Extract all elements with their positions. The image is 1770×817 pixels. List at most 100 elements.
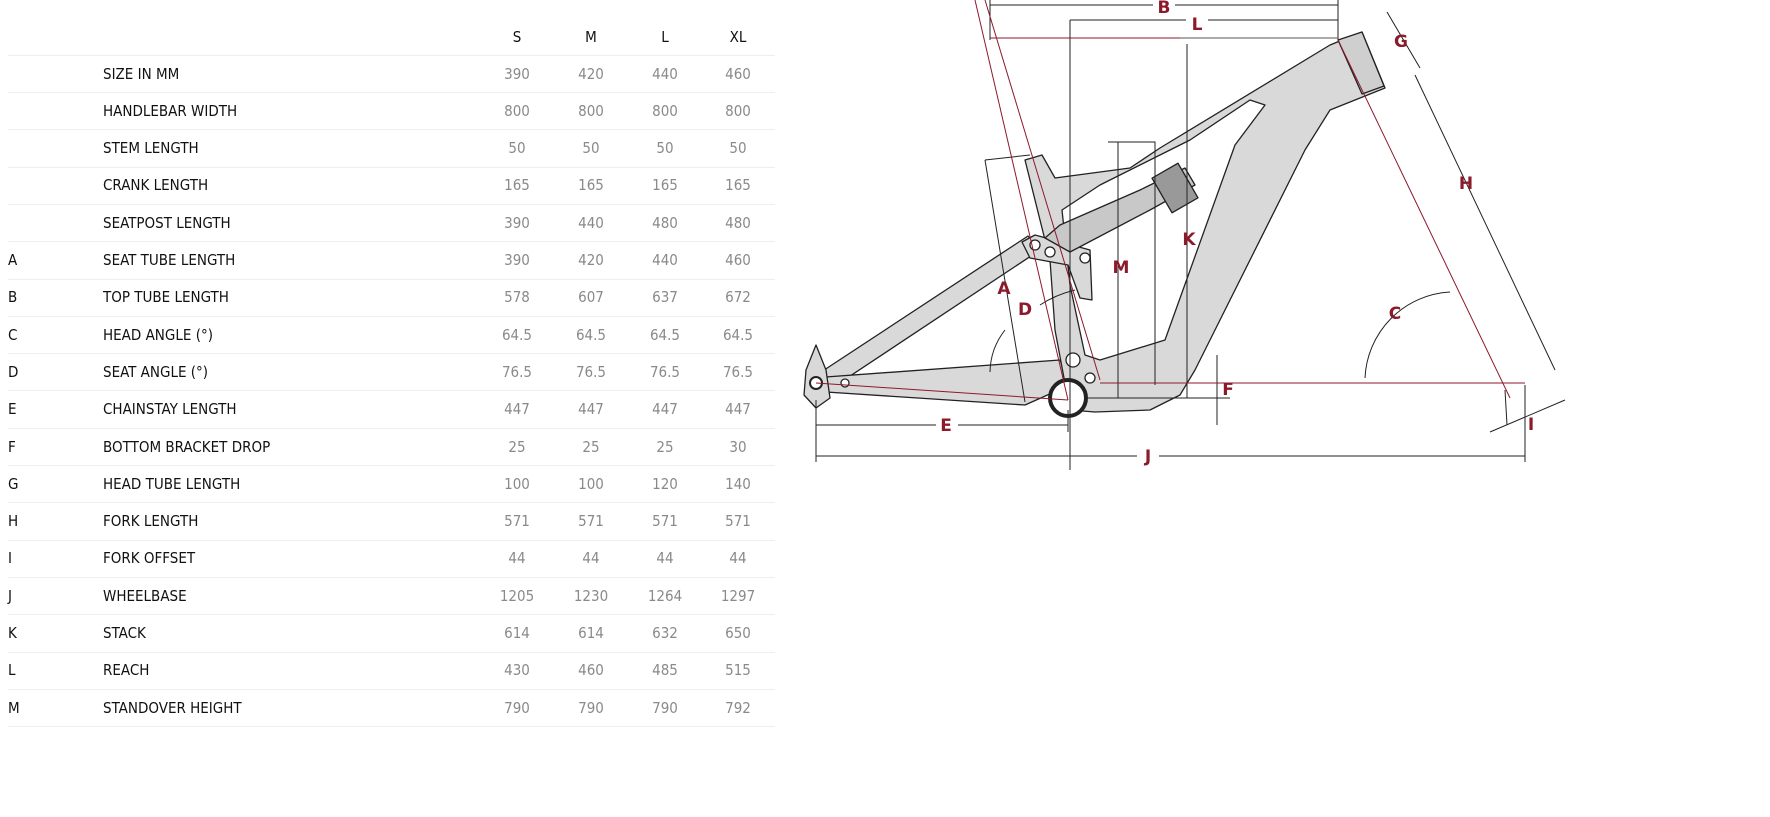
- dimension-value: 1264: [647, 586, 683, 605]
- dimension-value: 44: [508, 549, 526, 568]
- dimension-value: 64.5: [649, 325, 681, 344]
- dimension-labels: B L G H K M A D C F E I J: [936, 0, 1534, 467]
- dimension-value: 100: [504, 474, 530, 493]
- dimension-letter: B: [8, 288, 18, 307]
- dimension-value: 515: [725, 661, 751, 680]
- dimension-label: BOTTOM BRACKET DROP: [103, 437, 271, 456]
- dimension-value: 44: [729, 549, 747, 568]
- label-b: B: [1158, 0, 1171, 18]
- dimension-letter: G: [8, 474, 19, 493]
- dimension-value: 50: [582, 139, 600, 158]
- dimension-value: 614: [578, 624, 604, 642]
- dimension-value: 390: [504, 213, 530, 232]
- dimension-value: 571: [725, 512, 751, 531]
- dimension-value: 50: [656, 139, 674, 158]
- dimension-value: 480: [725, 213, 751, 232]
- dimension-value: 25: [582, 437, 600, 456]
- dimension-label: SEATPOST LENGTH: [103, 213, 231, 232]
- dimension-label: HEAD TUBE LENGTH: [103, 474, 241, 493]
- dimension-value: 480: [652, 213, 678, 232]
- dimension-value: 607: [578, 288, 604, 307]
- dimension-value: 571: [578, 512, 604, 531]
- label-f: F: [1222, 380, 1234, 400]
- dimension-value: 76.5: [649, 362, 681, 381]
- table-row: SEATPOST LENGTH 390 440 480 480: [8, 204, 775, 243]
- dimension-value: 25: [508, 437, 526, 456]
- dimension-value: 390: [504, 64, 530, 83]
- dimension-value: 578: [504, 288, 530, 307]
- dimension-value: 64.5: [501, 325, 533, 344]
- dimension-value: 1230: [573, 586, 609, 605]
- dimension-value: 460: [725, 251, 751, 269]
- pivot: [840, 378, 850, 388]
- label-i: I: [1528, 415, 1534, 435]
- dimension-value: 1297: [720, 586, 756, 605]
- dimension-value: 165: [725, 176, 751, 195]
- dimension-label: CHAINSTAY LENGTH: [103, 400, 237, 419]
- dimension-value: 440: [578, 213, 604, 232]
- dimension-label: FORK LENGTH: [103, 512, 199, 531]
- dimension-value: 650: [725, 624, 751, 642]
- pivot: [1065, 352, 1081, 368]
- dimension-letter: M: [8, 698, 20, 717]
- label-c: C: [1389, 304, 1401, 324]
- dimension-value: 790: [504, 698, 530, 717]
- bike-frame: [803, 31, 1386, 418]
- dimension-value: 44: [656, 549, 674, 568]
- dimension-label: STACK: [103, 624, 146, 642]
- size-header: XL: [729, 27, 747, 46]
- label-a: A: [997, 279, 1011, 299]
- dimension-value: 485: [652, 661, 678, 680]
- dimension-value: 140: [725, 474, 751, 493]
- shock-reservoir: [1151, 162, 1199, 214]
- dimension-value: 447: [578, 400, 604, 419]
- dimension-label: WHEELBASE: [103, 586, 187, 605]
- dimension-letter: J: [8, 586, 12, 605]
- dimension-letter: D: [8, 362, 19, 381]
- dimension-label: REACH: [103, 661, 150, 680]
- dimension-value: 120: [652, 474, 678, 493]
- dimension-value: 100: [578, 474, 604, 493]
- pivot: [1079, 252, 1091, 264]
- dimension-letter: K: [8, 624, 17, 642]
- label-e: E: [940, 416, 952, 436]
- label-m: M: [1113, 258, 1130, 278]
- dimension-value: 460: [578, 661, 604, 680]
- dimension-value: 637: [652, 288, 678, 307]
- dimension-letter: C: [8, 325, 18, 344]
- label-h: H: [1459, 174, 1473, 194]
- dimension-value: 64.5: [722, 325, 754, 344]
- dimension-value: 460: [725, 64, 751, 83]
- dimension-value: 76.5: [722, 362, 754, 381]
- dimension-label: SEAT TUBE LENGTH: [103, 251, 236, 269]
- dimension-label: FORK OFFSET: [103, 549, 196, 568]
- size-header: S: [512, 27, 522, 46]
- dimension-value: 571: [504, 512, 530, 531]
- dimension-value: 440: [652, 64, 678, 83]
- dimension-value: 672: [725, 288, 751, 307]
- dimension-letter: F: [8, 437, 16, 456]
- dimension-value: 25: [656, 437, 674, 456]
- dimension-value: 790: [652, 698, 678, 717]
- dimension-value: 76.5: [501, 362, 533, 381]
- dimension-label: HANDLEBAR WIDTH: [103, 101, 238, 120]
- pivot: [1084, 372, 1096, 384]
- label-d: D: [1018, 300, 1032, 320]
- dimension-value: 440: [652, 251, 678, 269]
- dimension-value: 50: [729, 139, 747, 158]
- dimension-value: 571: [652, 512, 678, 531]
- dimension-letter: E: [8, 400, 17, 419]
